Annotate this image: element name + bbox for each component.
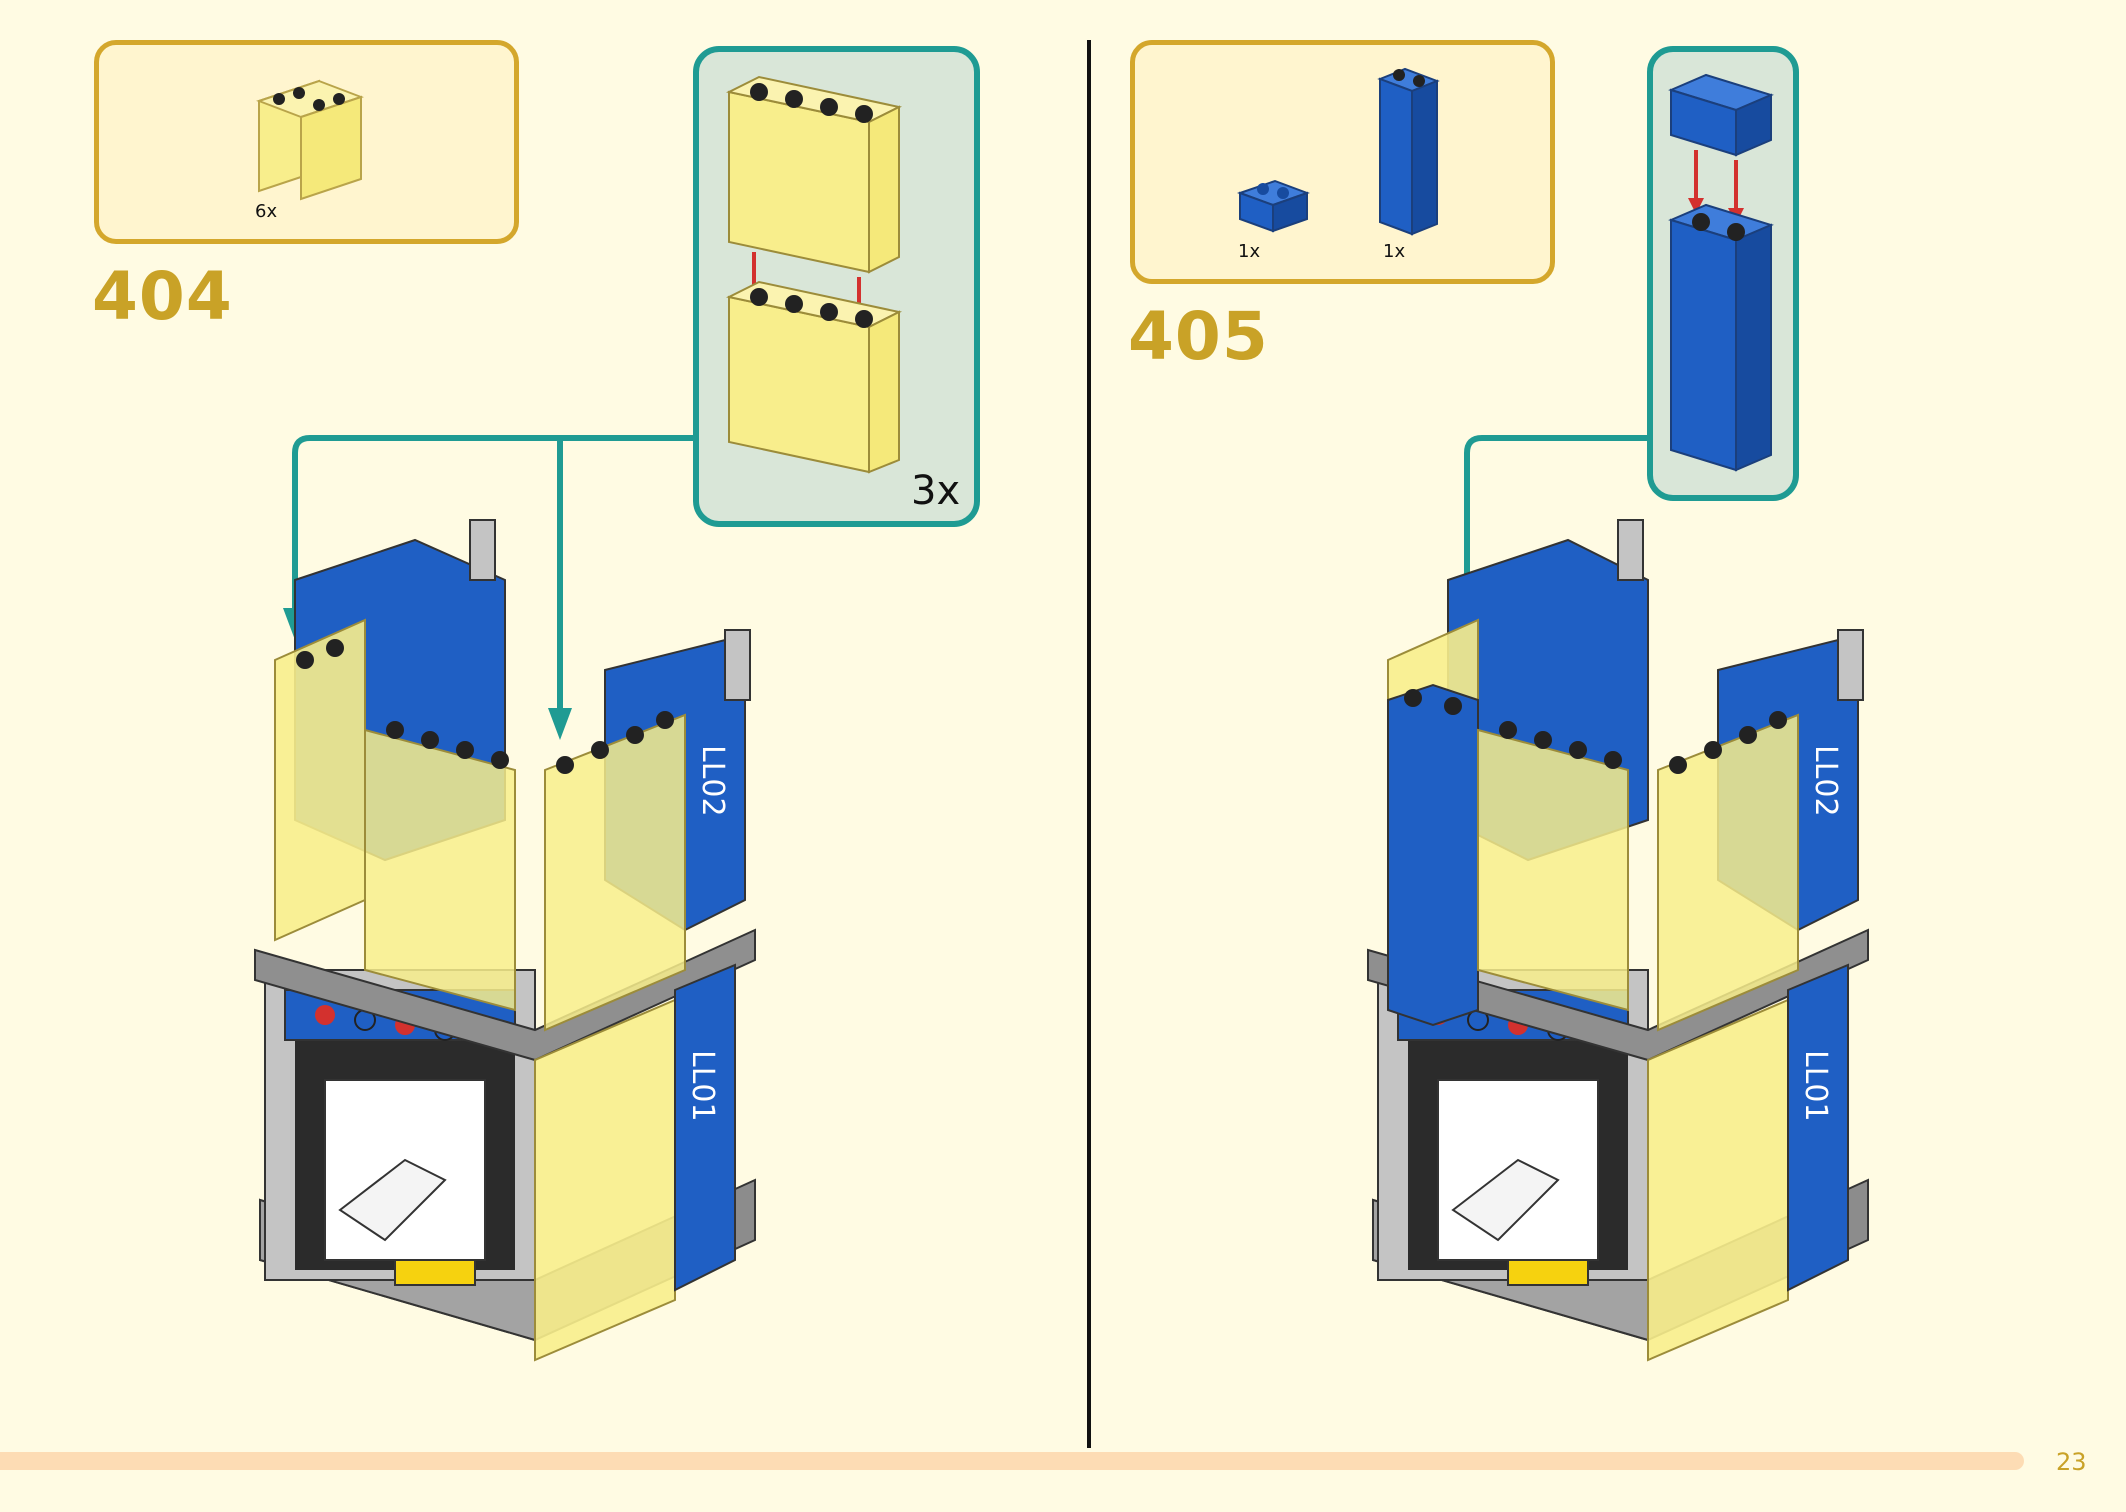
trans-yellow-panel-icon	[256, 79, 364, 201]
part-qty-404-1: 6x	[255, 201, 278, 222]
subassembly-callout-404: 3x	[693, 46, 980, 527]
level-label-upper-405: LL02	[1808, 745, 1843, 817]
parts-callout-405: 1x 1x	[1130, 40, 1555, 284]
subassembly-multiplier: 3x	[911, 468, 961, 514]
page-divider	[1087, 40, 1091, 1448]
level-label-lower-405: LL01	[1798, 1050, 1833, 1122]
stacked-panels-icon	[726, 75, 902, 474]
blue-1x2-brick-icon	[1236, 179, 1310, 233]
model-illustration-405: LL02 LL01	[1367, 519, 1869, 1362]
subassembly-callout-405	[1647, 46, 1799, 501]
part-qty-405-1: 1x	[1238, 241, 1261, 262]
parts-callout-404: 6x	[94, 40, 519, 244]
blue-1x2x5-brick-icon	[1377, 67, 1440, 236]
level-label-upper: LL02	[695, 745, 730, 817]
part-qty-405-2: 1x	[1383, 241, 1406, 262]
model-illustration-404: LL02 LL01	[254, 519, 756, 1362]
step-number-405: 405	[1128, 298, 1269, 375]
level-label-lower: LL01	[685, 1050, 720, 1122]
step-number-404: 404	[92, 258, 233, 335]
stacked-bricks-icon	[1668, 73, 1774, 472]
page-number: 23	[2056, 1448, 2087, 1476]
footer-bar	[0, 1452, 2024, 1470]
